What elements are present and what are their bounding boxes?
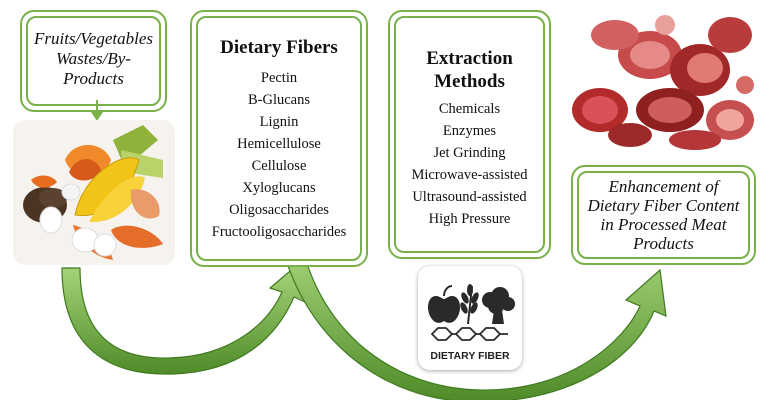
fiber-item: B-Glucans bbox=[247, 92, 310, 108]
arrow-fibers-to-meat bbox=[281, 245, 667, 400]
result-line-4: Products bbox=[633, 234, 694, 253]
extraction-title-line-1: Extraction bbox=[426, 48, 513, 69]
fiber-item: Fructooligosaccharides bbox=[211, 224, 347, 240]
result-box: Enhancement of Dietary Fiber Content in … bbox=[571, 165, 756, 265]
result-line-2: Dietary Fiber Content bbox=[587, 196, 740, 215]
method-item: Jet Grinding bbox=[433, 145, 506, 161]
fiber-item: Pectin bbox=[260, 70, 298, 86]
method-item: Chemicals bbox=[438, 101, 501, 117]
dietary-fibers-box: Dietary Fibers Pectin B-Glucans Lignin H… bbox=[190, 10, 368, 267]
source-line-3: Products bbox=[63, 69, 124, 88]
method-item: High Pressure bbox=[428, 211, 511, 227]
method-item: Ultrasound-assisted bbox=[412, 189, 527, 205]
dietary-fibers-title: Dietary Fibers bbox=[220, 37, 338, 58]
source-box: Fruits/Vegetables Wastes/By- Products bbox=[20, 10, 167, 112]
result-line-1: Enhancement of bbox=[608, 177, 719, 196]
method-item: Microwave-assisted bbox=[411, 167, 528, 183]
fiber-item: Hemicellulose bbox=[237, 136, 321, 152]
fiber-item: Cellulose bbox=[251, 158, 307, 174]
arrow-waste-to-fibers bbox=[61, 264, 306, 375]
dietary-fiber-badge-label: DIETARY FIBER bbox=[430, 350, 510, 362]
meat-products-image bbox=[570, 10, 755, 152]
fiber-item: Xyloglucans bbox=[242, 180, 316, 196]
source-line-1: Fruits/Vegetables bbox=[34, 29, 153, 48]
method-item: Enzymes bbox=[442, 123, 497, 139]
fiber-item: Lignin bbox=[259, 114, 299, 130]
result-line-3: in Processed Meat bbox=[600, 215, 727, 234]
waste-image bbox=[13, 120, 175, 265]
source-line-2: Wastes/By- bbox=[56, 49, 131, 68]
dietary-fiber-badge: DIETARY FIBER bbox=[418, 266, 522, 370]
extraction-title-line-2: Methods bbox=[434, 71, 505, 92]
extraction-methods-box: Extraction Methods Chemicals Enzymes Jet… bbox=[388, 10, 551, 259]
fiber-item: Oligosaccharides bbox=[229, 202, 329, 218]
dietary-fiber-icon bbox=[428, 284, 515, 341]
down-arrow bbox=[91, 100, 103, 121]
